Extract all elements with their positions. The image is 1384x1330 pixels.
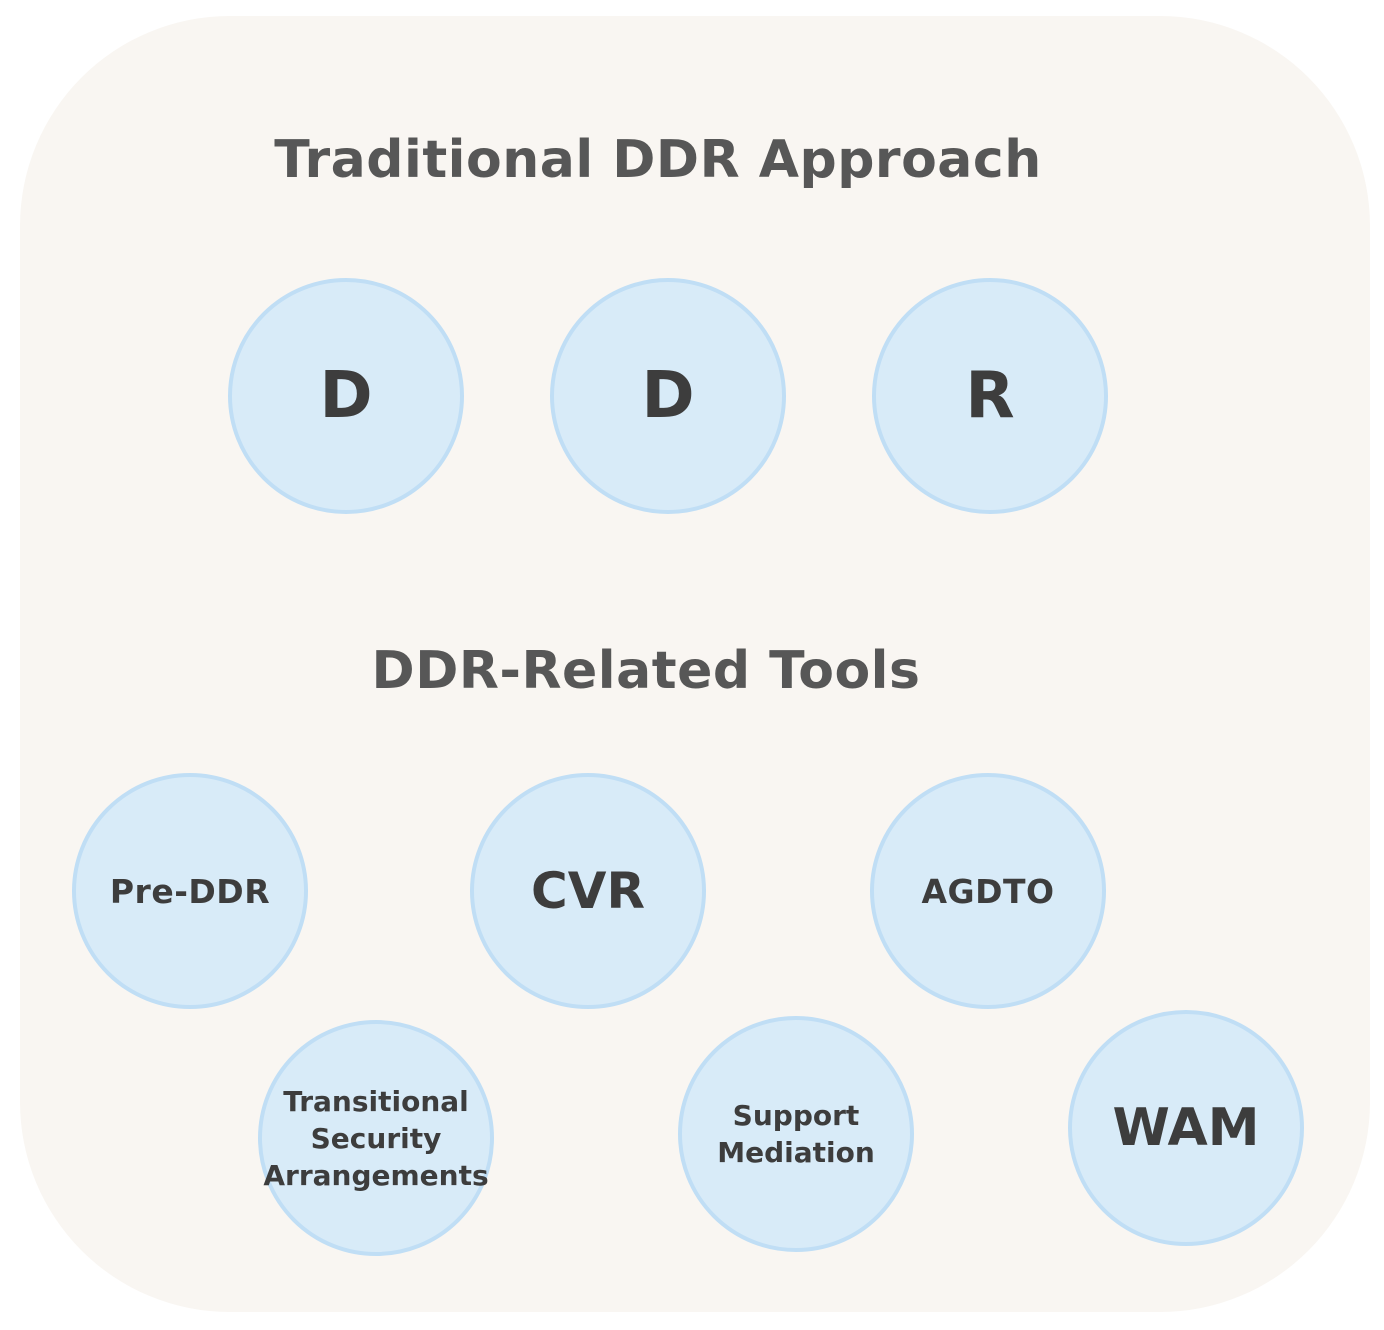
circle-cvr: CVR	[470, 773, 706, 1009]
circle-label: AGDTO	[921, 871, 1055, 911]
circle-label-line: Support	[732, 1099, 860, 1132]
ddr-related-tools-heading: DDR-Related Tools	[371, 641, 921, 701]
circle-disarmament: D	[228, 278, 464, 514]
circle-label: Pre-DDR	[109, 871, 271, 911]
circle-reintegration: R	[872, 278, 1108, 514]
circle-label: CVR	[531, 862, 645, 920]
circle-label: Support Mediation	[717, 1097, 875, 1171]
circle-demobilization: D	[550, 278, 786, 514]
circle-label-line: Security	[310, 1121, 442, 1155]
circle-transitional-security-arrangements: Transitional Security Arrangements	[258, 1020, 494, 1256]
circle-label: Transitional Security Arrangements	[263, 1083, 488, 1194]
circle-label: R	[965, 359, 1015, 433]
circle-label-line: Arrangements	[263, 1158, 489, 1192]
circle-wam: WAM	[1068, 1010, 1304, 1246]
circle-label: D	[319, 359, 373, 433]
circle-support-mediation: Support Mediation	[678, 1016, 914, 1252]
circle-pre-ddr: Pre-DDR	[72, 773, 308, 1009]
traditional-ddr-heading: Traditional DDR Approach	[274, 130, 1042, 190]
circle-label-line: Transitional	[283, 1084, 469, 1118]
circle-label: D	[641, 359, 695, 433]
circle-label: WAM	[1112, 1098, 1260, 1158]
circle-label-line: Mediation	[717, 1136, 875, 1169]
circle-agdto: AGDTO	[870, 773, 1106, 1009]
